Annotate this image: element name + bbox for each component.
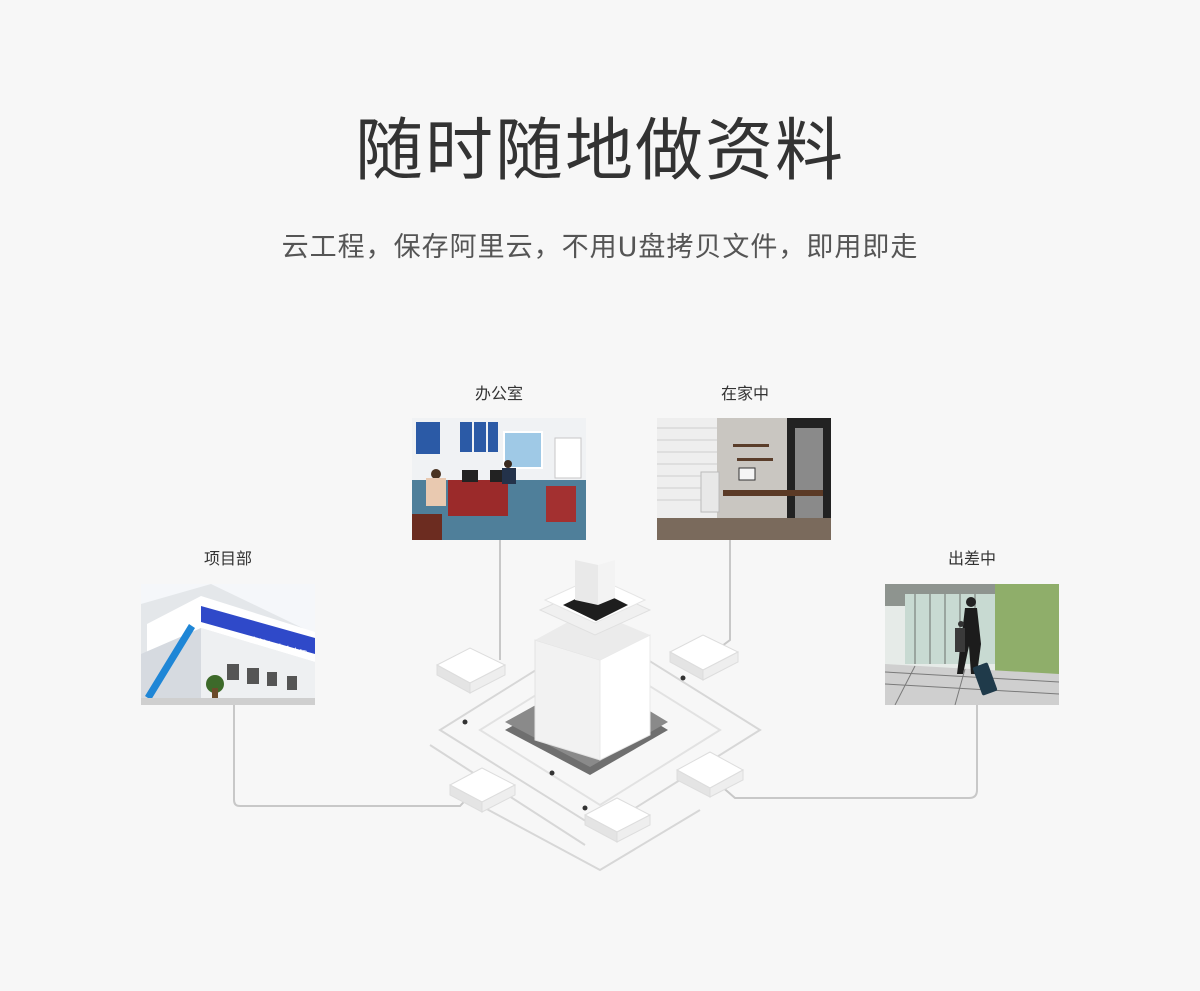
page-subtitle: 云工程，保存阿里云，不用U盘拷贝文件，即用即走 [281,232,919,263]
page-title: 随时随地做资料 [354,112,845,191]
travel-photo [885,584,1059,705]
project-photo: 责任心 安全文明 [141,584,315,705]
home-label: 在家中 [720,384,769,403]
office-label: 办公室 [474,384,523,403]
office-photo [412,418,586,540]
server-tower [534,560,652,761]
project-label: 项目部 [203,549,252,568]
node-blocks [435,634,745,843]
home-photo [657,418,831,540]
travel-label: 出差中 [947,549,996,568]
